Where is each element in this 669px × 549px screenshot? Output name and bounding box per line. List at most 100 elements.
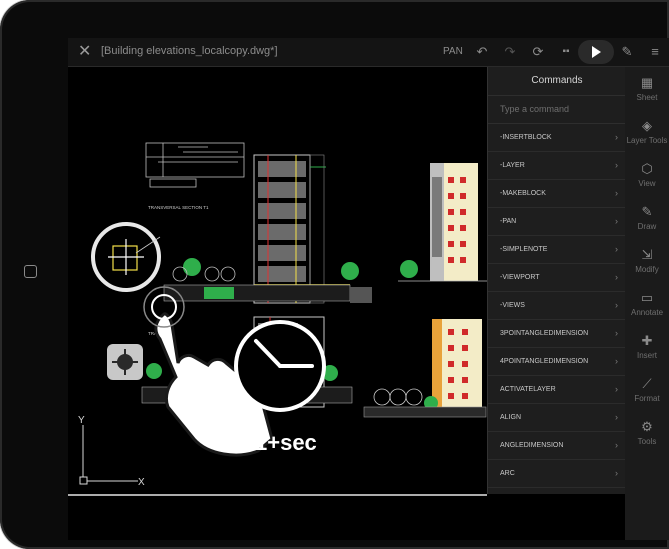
document-title: [Building elevations_localcopy.dwg*]	[101, 45, 278, 57]
elevation-lower	[363, 319, 487, 418]
command-item-label: ARC	[500, 470, 515, 477]
plus-icon: ✚	[641, 333, 653, 348]
cad-drawing-canvas[interactable]: TRANSVERSAL SECTION T1	[68, 67, 669, 540]
command-item[interactable]: ALIGN ›	[488, 404, 626, 432]
grid-icon[interactable]: ▪▪	[562, 46, 570, 57]
command-item[interactable]: -SIMPLENOTE ›	[488, 236, 626, 264]
chevron-right-icon: ›	[615, 272, 618, 282]
refresh-icon[interactable]: ⟳	[532, 44, 544, 59]
command-item[interactable]: ANGLEDIMENSION ›	[488, 432, 626, 460]
top-toolbar: ✕ [Building elevations_localcopy.dwg*] P…	[68, 38, 669, 67]
svg-text:X: X	[138, 477, 145, 488]
brush-icon: ⟋	[642, 376, 652, 391]
layers-icon: ◈	[642, 118, 652, 133]
tool-view[interactable]: ⬡ View	[625, 161, 669, 188]
trees-upper	[172, 258, 359, 282]
ucs-axis-icon: Y X	[78, 415, 145, 488]
tool-format[interactable]: ⟋ Format	[625, 376, 669, 403]
chevron-right-icon: ›	[615, 132, 618, 142]
command-item[interactable]: -PAN ›	[488, 208, 626, 236]
tool-label: Tools	[637, 437, 657, 446]
chevron-right-icon: ›	[615, 244, 618, 254]
command-item[interactable]: -LAYER ›	[488, 152, 626, 180]
tool-label: Annotate	[630, 308, 664, 317]
tool-draw[interactable]: ✎ Draw	[625, 204, 669, 231]
close-icon[interactable]: ✕	[78, 43, 92, 60]
tool-annotate[interactable]: ▭ Annotate	[625, 290, 669, 317]
chevron-right-icon: ›	[615, 328, 618, 338]
pencil-icon[interactable]: ✎	[621, 44, 633, 59]
tool-sheet[interactable]: ▦ Sheet	[625, 75, 669, 102]
tool-label: Format	[634, 394, 660, 403]
chevron-right-icon: ›	[615, 188, 618, 198]
svg-text:Y: Y	[78, 415, 85, 426]
command-item[interactable]: -VIEWPORT ›	[488, 264, 626, 292]
annotate-icon: ▭	[640, 290, 654, 305]
undo-icon[interactable]: ↶	[476, 44, 488, 59]
section-detail	[145, 142, 245, 188]
home-button[interactable]	[24, 265, 37, 278]
command-item[interactable]: -VIEWS ›	[488, 292, 626, 320]
command-item[interactable]: -MAKEBLOCK ›	[488, 180, 626, 208]
command-item-label: ANGLEDIMENSION	[500, 442, 564, 449]
chevron-right-icon: ›	[615, 216, 618, 226]
chevron-right-icon: ›	[615, 412, 618, 422]
chevron-right-icon: ›	[615, 468, 618, 478]
command-item[interactable]: -INSERTBLOCK ›	[488, 124, 626, 152]
chevron-right-icon: ›	[615, 384, 618, 394]
command-item-label: -VIEWS	[500, 302, 525, 309]
chevron-right-icon: ›	[615, 160, 618, 170]
tool-label: Sheet	[636, 93, 658, 102]
tool-label: Draw	[637, 222, 657, 231]
building-section-upper	[163, 154, 372, 304]
command-item[interactable]: 3POINTANGLEDIMENSION ›	[488, 320, 626, 348]
command-item[interactable]: 4POINTANGLEDIMENSION ›	[488, 348, 626, 376]
sheet-icon: ▦	[640, 75, 654, 90]
snap-cursor-button[interactable]	[107, 344, 143, 380]
command-item-label: -VIEWPORT	[500, 274, 540, 281]
tool-modify[interactable]: ⇲ Modify	[625, 247, 669, 274]
command-item[interactable]: ARC ›	[488, 460, 626, 488]
tool-label: View	[638, 179, 656, 188]
pencil-icon: ✎	[641, 204, 653, 219]
tool-insert[interactable]: ✚ Insert	[625, 333, 669, 360]
command-item-label: 3POINTANGLEDIMENSION	[500, 330, 589, 337]
command-item-label: ALIGN	[500, 414, 522, 421]
command-item-label: -MAKEBLOCK	[500, 190, 546, 197]
tool-label: Modify	[635, 265, 659, 274]
commands-panel-title: Commands	[488, 67, 626, 96]
command-item-label: -PAN	[500, 218, 517, 225]
tool-tools[interactable]: ⚙ Tools	[625, 419, 669, 446]
elevation-upper	[398, 163, 487, 282]
magnifier-loupe	[91, 222, 161, 292]
tool-layer-tools[interactable]: ◈ Layer Tools	[625, 118, 669, 145]
chevron-right-icon: ›	[615, 300, 618, 310]
command-search-input[interactable]: Type a command	[488, 96, 626, 124]
stopwatch-icon	[234, 320, 326, 412]
app-screen: ✕ [Building elevations_localcopy.dwg*] P…	[68, 38, 669, 540]
menu-icon[interactable]: ≡	[651, 44, 659, 59]
command-item-label: 4POINTANGLEDIMENSION	[500, 358, 589, 365]
play-icon	[592, 46, 601, 58]
play-button[interactable]	[578, 40, 614, 64]
section-label: TRANSVERSAL SECTION T1	[148, 205, 209, 210]
command-item-label: ACTIVATELAYER	[500, 386, 556, 393]
tool-sidebar: ▦ Sheet ◈ Layer Tools ⬡ View ✎ Draw ⇲ Modify ▭ Anno…	[625, 67, 669, 540]
command-item-label: -LAYER	[500, 162, 525, 169]
tool-label: Layer Tools	[626, 136, 668, 145]
long-press-caption: 1+sec	[255, 430, 317, 455]
command-item-label: -SIMPLENOTE	[500, 246, 548, 253]
command-item-label: -INSERTBLOCK	[500, 134, 552, 141]
commands-panel: Commands Type a command -INSERTBLOCK›-LA…	[487, 67, 626, 494]
command-item[interactable]: ACTIVATELAYER ›	[488, 376, 626, 404]
redo-icon[interactable]: ↷	[504, 44, 516, 59]
tools-icon: ⚙	[641, 419, 653, 434]
modify-icon: ⇲	[641, 247, 653, 262]
pan-mode-label[interactable]: PAN	[443, 46, 463, 57]
chevron-right-icon: ›	[615, 356, 618, 366]
command-list: -INSERTBLOCK›-LAYER›-MAKEBLOCK›-PAN›-SIM…	[488, 124, 626, 488]
tool-label: Insert	[636, 351, 657, 360]
cube-icon: ⬡	[641, 161, 653, 176]
chevron-right-icon: ›	[615, 440, 618, 450]
